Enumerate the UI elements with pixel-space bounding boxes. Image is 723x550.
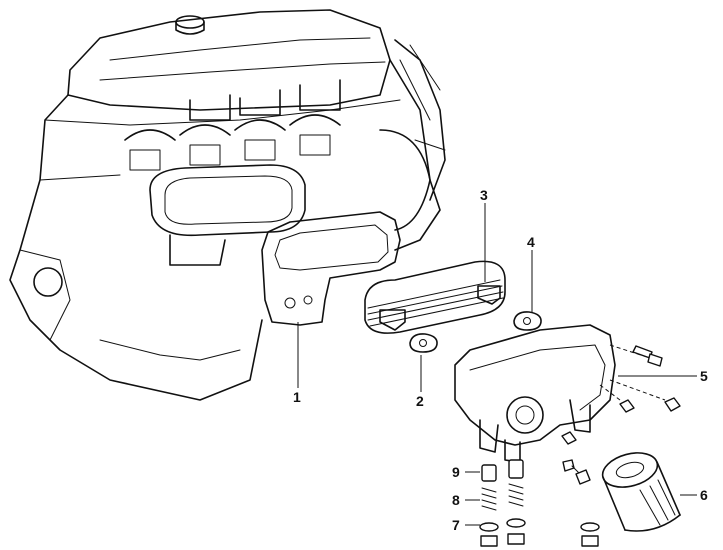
part-4-small-gasket (513, 311, 542, 331)
filter-mount-bolt (562, 459, 591, 485)
callout-7: 7 (452, 517, 460, 533)
callout-8: 8 (452, 492, 460, 508)
callout-9: 9 (452, 464, 460, 480)
part-3-oil-cooler (364, 260, 506, 334)
callout-3: 3 (480, 187, 488, 203)
callout-leaders (297, 203, 697, 526)
part-6-oil-filter (601, 452, 681, 532)
callout-1: 1 (293, 389, 301, 405)
part-1-gasket (261, 211, 401, 326)
callout-6: 6 (700, 487, 708, 503)
part-2-small-gasket (409, 333, 438, 353)
part-7-washer (479, 518, 600, 547)
callout-5: 5 (700, 368, 708, 384)
oil-filler-cap (175, 15, 205, 29)
engine-block (9, 9, 446, 401)
callout-labels: 1 2 3 4 5 6 7 8 9 (293, 187, 708, 533)
callout-2: 2 (416, 393, 424, 409)
callout-4: 4 (527, 234, 535, 250)
part-5-oil-cooler-housing (454, 324, 681, 463)
part-9-valve-plug (481, 459, 524, 482)
part-8-spring (481, 483, 524, 511)
